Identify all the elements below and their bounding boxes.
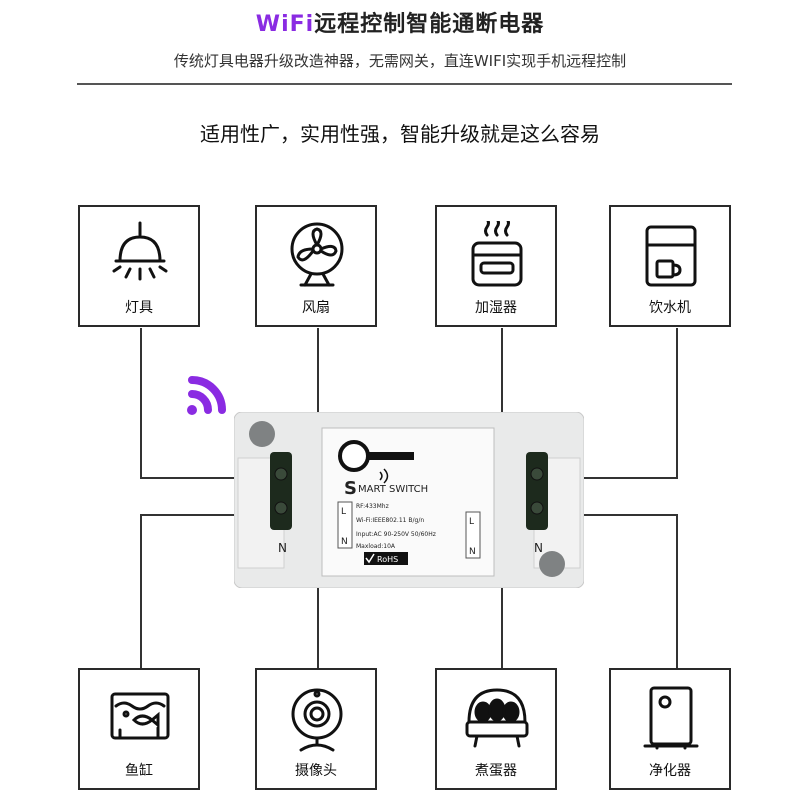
wifi-icon	[187, 376, 226, 415]
card-air-purifier: 净化器	[609, 668, 731, 790]
fan-icon	[290, 222, 344, 287]
device-spec-rf: RF:433Mhz	[356, 503, 389, 510]
device-rohs: RoHS	[377, 555, 398, 564]
card-label: 鱼缸	[125, 763, 153, 779]
card-egg-cooker: 煮蛋器	[435, 668, 557, 790]
air-purifier-icon	[643, 686, 699, 750]
humidifier-icon	[471, 221, 523, 287]
card-label: 灯具	[125, 300, 153, 316]
card-camera: 摄像头	[255, 668, 377, 790]
card-label: 摄像头	[295, 763, 337, 779]
device-spec-load: Maxload:10A	[356, 543, 396, 550]
tagline: 适用性广，实用性强，智能升级就是这么容易	[200, 122, 600, 146]
fish-tank-icon	[110, 692, 170, 740]
card-lamp: 灯具	[78, 205, 200, 327]
egg-cooker-icon	[465, 688, 529, 748]
header-divider	[77, 83, 732, 85]
device-output-n: N	[469, 547, 476, 557]
title-rest: 远程控制智能通断电器	[314, 12, 545, 37]
title-wifi: WiFi	[255, 12, 315, 37]
device-spec-input: Input:AC 90-250V 50/60Hz	[356, 531, 436, 538]
device-input-n: N	[341, 537, 348, 547]
card-water-dispenser: 饮水机	[609, 205, 731, 327]
card-label: 风扇	[302, 300, 330, 316]
card-label: 加湿器	[475, 300, 517, 316]
pendant-lamp-icon	[112, 221, 168, 281]
camera-icon	[291, 688, 343, 752]
smart-switch-device: N N S MART SWITCH L N RF:433Mhz Wi-Fi:IE…	[234, 412, 584, 588]
card-humidifier: 加湿器	[435, 205, 557, 327]
device-spec-wifi: Wi-Fi:IEEE802.11 B/g/n	[356, 517, 424, 524]
card-fish-tank: 鱼缸	[78, 668, 200, 790]
device-output-l: L	[469, 517, 474, 527]
card-label: 净化器	[649, 763, 691, 779]
page-subtitle: 传统灯具电器升级改造神器，无需网关，直连WIFI实现手机远程控制	[173, 52, 627, 70]
device-n-left: N	[278, 541, 287, 555]
device-brand-text: MART SWITCH	[358, 484, 428, 495]
card-label: 饮水机	[649, 300, 691, 316]
page-title: WiFi远程控制智能通断电器	[0, 6, 800, 38]
water-dispenser-icon	[645, 225, 697, 287]
device-brand-letter: S	[344, 478, 357, 499]
card-label: 煮蛋器	[475, 763, 517, 779]
device-n-right: N	[534, 541, 543, 555]
device-input-l: L	[341, 507, 346, 517]
card-fan: 风扇	[255, 205, 377, 327]
